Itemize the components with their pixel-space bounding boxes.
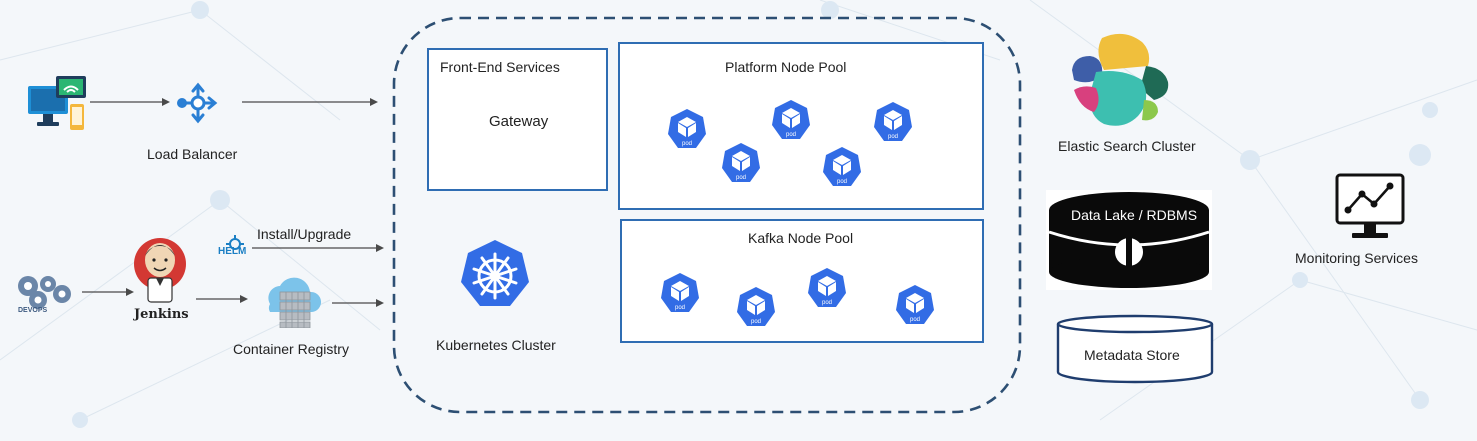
helm-label: HELM [218, 246, 247, 257]
pod-text: pod [837, 179, 847, 185]
pod-icon: pod [668, 109, 706, 148]
arrow-jenkins-to-registry [196, 295, 248, 303]
kafka-node-pool-label: Kafka Node Pool [748, 230, 854, 246]
install-upgrade-label: Install/Upgrade [257, 226, 352, 242]
pod-text: pod [751, 319, 761, 325]
pod-icon: pod [737, 287, 775, 326]
kubernetes-icon [461, 240, 529, 306]
jenkins-label: Jenkins [134, 307, 189, 322]
load-balancer-icon [177, 82, 218, 124]
devops-label: DEVOPS [18, 307, 48, 314]
helm-icon [226, 235, 244, 250]
pod-text: pod [682, 141, 692, 147]
pod-text: pod [786, 132, 796, 138]
pod-text: pod [888, 134, 898, 140]
load-balancer-label: Load Balancer [147, 146, 238, 162]
jenkins-icon [134, 238, 186, 303]
metadata-store-label: Metadata Store [1084, 347, 1180, 363]
elastic-search-icon [1072, 33, 1169, 126]
monitoring-services-label: Monitoring Services [1295, 250, 1418, 266]
arrow-registry-to-cluster [332, 299, 384, 307]
kubernetes-cluster-label: Kubernetes Cluster [436, 337, 556, 353]
monitoring-icon [1335, 173, 1405, 238]
cylinder-store-icon [1056, 314, 1214, 384]
arrow-clients-to-lb [90, 98, 170, 106]
database-icon [1046, 190, 1212, 290]
pod-icon: pod [874, 102, 912, 141]
platform-node-pool-box: Platform Node Pool pod pod pod pod pod [618, 42, 984, 210]
pod-icon: pod [772, 100, 810, 139]
pod-icon: pod [722, 143, 760, 182]
arrow-lb-to-cluster [242, 98, 378, 106]
pod-icon: pod [808, 268, 846, 307]
devops-gears-icon [18, 276, 71, 309]
kubernetes-cluster-boundary [392, 16, 1022, 414]
client-devices-icon [28, 76, 86, 130]
data-lake-label: Data Lake / RDBMS [1071, 207, 1198, 223]
arrow-devops-to-jenkins [82, 288, 134, 296]
kafka-node-pool-box: Kafka Node Pool pod pod pod pod [620, 219, 984, 343]
pod-text: pod [736, 175, 746, 181]
platform-node-pool-label: Platform Node Pool [725, 59, 847, 75]
pod-icon: pod [823, 147, 861, 186]
arrow-helm-to-cluster [252, 244, 384, 252]
pod-icon: pod [661, 273, 699, 312]
pod-icon: pod [896, 285, 934, 324]
gateway-label: Gateway [489, 113, 549, 130]
pod-text: pod [910, 317, 920, 323]
pod-text: pod [675, 305, 685, 311]
container-registry-label: Container Registry [233, 341, 349, 357]
container-registry-icon [268, 277, 322, 328]
elastic-search-cluster-label: Elastic Search Cluster [1058, 138, 1196, 154]
front-end-services-label: Front-End Services [440, 59, 560, 75]
pod-text: pod [822, 300, 832, 306]
front-end-services-box: Front-End Services Gateway [427, 48, 608, 191]
